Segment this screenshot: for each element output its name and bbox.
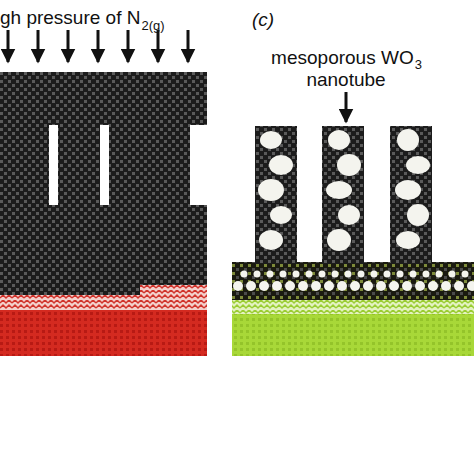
pore — [428, 281, 438, 291]
pore — [293, 271, 300, 278]
pore — [406, 156, 430, 174]
pore — [280, 271, 287, 278]
slot — [100, 125, 109, 205]
subscript: 2(g) — [141, 19, 164, 32]
label-text: nanotube — [306, 70, 385, 89]
pore — [246, 281, 256, 291]
pore — [258, 179, 284, 201]
pore — [436, 271, 443, 278]
substrate — [232, 314, 474, 356]
pointer-arrow — [345, 92, 348, 122]
pore — [270, 206, 292, 224]
pore — [332, 271, 339, 278]
pore — [324, 281, 334, 291]
pore — [327, 229, 351, 251]
pore — [233, 281, 243, 291]
pore — [415, 281, 425, 291]
pore — [272, 281, 282, 291]
pore — [269, 155, 293, 175]
pore — [402, 281, 412, 291]
interlayer — [232, 298, 474, 316]
pore — [259, 230, 283, 250]
pore — [358, 271, 365, 278]
pore — [371, 271, 378, 278]
base-layer — [232, 262, 474, 300]
pore — [384, 271, 391, 278]
pore — [254, 271, 261, 278]
nanotube — [322, 126, 364, 264]
pore — [337, 281, 347, 291]
pore — [410, 271, 417, 278]
pore — [337, 154, 361, 176]
pore — [467, 281, 474, 291]
pore — [449, 271, 456, 278]
pore — [389, 281, 399, 291]
pore — [423, 271, 430, 278]
mesopores — [258, 129, 430, 251]
pressure-arrows — [8, 30, 188, 62]
pore — [397, 129, 419, 151]
pore — [267, 271, 274, 278]
nanotube — [390, 126, 432, 264]
pore — [376, 281, 386, 291]
nanotube — [255, 126, 297, 264]
pore — [407, 204, 429, 226]
label-text: gh pressure of N — [0, 8, 140, 27]
pore — [350, 281, 360, 291]
pore — [395, 180, 421, 200]
pore — [311, 281, 321, 291]
substrate — [0, 310, 207, 356]
pore — [462, 271, 469, 278]
pore — [306, 271, 313, 278]
pore — [298, 281, 308, 291]
subscript: 3 — [415, 58, 422, 71]
pore — [397, 271, 404, 278]
pore — [396, 231, 420, 249]
slot — [49, 125, 58, 205]
pore — [285, 281, 295, 291]
pore — [454, 281, 464, 291]
pore — [338, 205, 360, 225]
label-text: mesoporous WO — [271, 48, 414, 67]
pore — [259, 281, 269, 291]
pore — [241, 271, 248, 278]
pores — [233, 271, 474, 292]
pore — [441, 281, 451, 291]
pore — [328, 130, 350, 150]
pore — [260, 131, 282, 149]
template-block — [0, 72, 207, 295]
pore — [319, 271, 326, 278]
pore — [363, 281, 373, 291]
pore — [345, 271, 352, 278]
pore — [326, 181, 352, 199]
panel-letter: (c) — [252, 10, 274, 29]
